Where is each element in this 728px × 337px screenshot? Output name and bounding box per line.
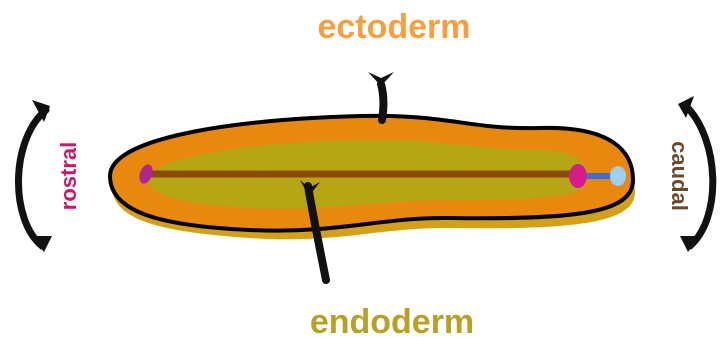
- rostral-label: rostral: [56, 142, 81, 210]
- ectoderm-arrow: [368, 72, 394, 120]
- primitive-node: [569, 164, 587, 188]
- ectoderm-label: ectoderm: [317, 8, 470, 46]
- primitive-streak-end: [610, 166, 626, 186]
- rostral-curved-arrow: [18, 100, 52, 252]
- endoderm-label: endoderm: [310, 303, 474, 337]
- caudal-label: caudal: [667, 141, 692, 211]
